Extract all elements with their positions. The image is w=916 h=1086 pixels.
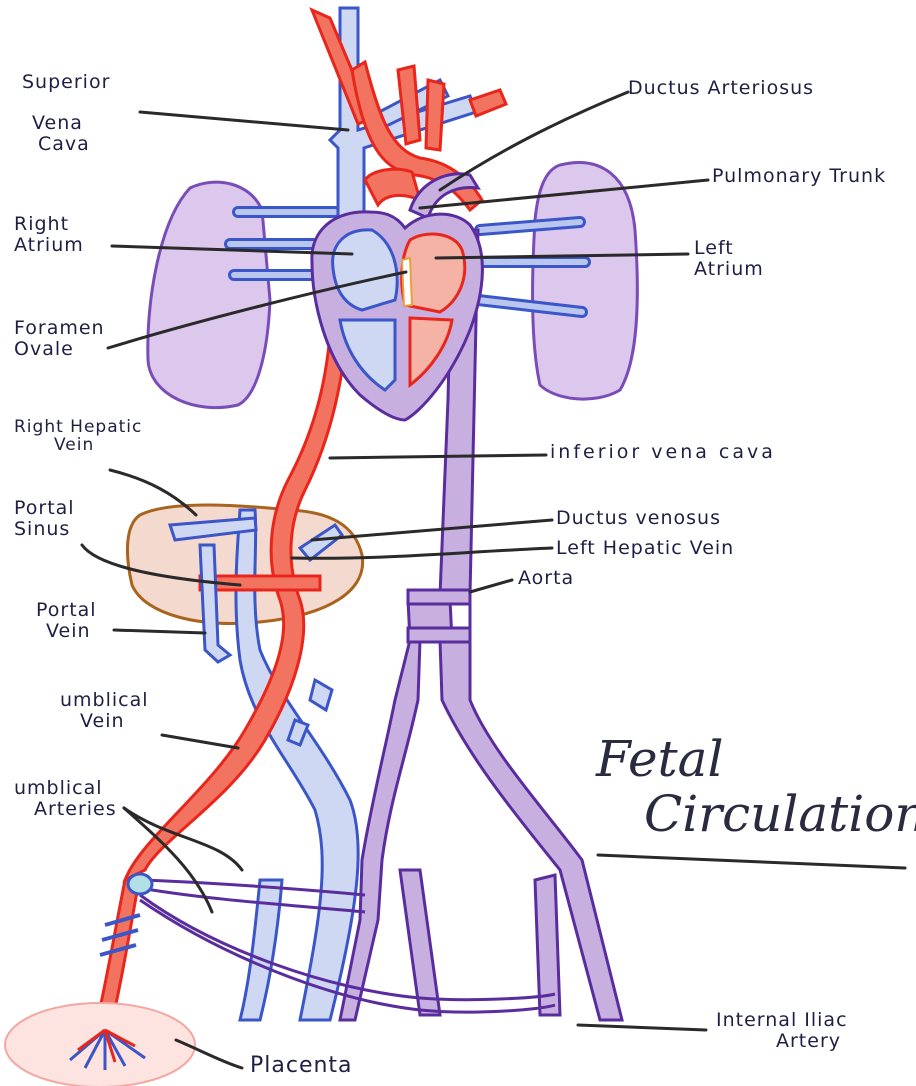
label-superior-vena-cava: Superior Vena Cava: [22, 72, 110, 154]
umbilical-ring: [128, 874, 152, 894]
diagram-title: Fetal Circulation: [596, 732, 916, 842]
leader-internal-iliac: [578, 1025, 706, 1030]
label-inferior-vena-cava: inferior vena cava: [550, 442, 776, 463]
label-foramen-ovale-line2: Ovale: [14, 338, 74, 360]
label-portal-sinus-line2: Sinus: [14, 518, 70, 540]
label-umbilical-vein: umblical Vein: [60, 690, 149, 731]
label-right-hepatic-line2: Vein: [14, 435, 94, 455]
title-underline: [598, 855, 905, 868]
placenta: [5, 1003, 195, 1086]
title-line2: Circulation: [596, 785, 916, 843]
label-portal-vein: Portal Vein: [36, 600, 97, 641]
label-ductus-arteriosus: Ductus Arteriosus: [628, 78, 814, 99]
label-umbilical-arteries: umblical Arteries: [14, 778, 117, 819]
label-internal-iliac-line1: Internal Iliac: [716, 1009, 848, 1031]
label-aorta: Aorta: [518, 568, 574, 589]
label-svc-line1: Superior: [22, 72, 110, 93]
label-umbilical-vein-line1: umblical: [60, 689, 149, 711]
label-right-hepatic-line1: Right Hepatic: [14, 417, 142, 437]
label-left-atrium-line2: Atrium: [694, 258, 764, 280]
label-foramen-ovale: Foramen Ovale: [14, 318, 105, 359]
label-portal-vein-line2: Vein: [36, 620, 91, 642]
label-right-hepatic-vein: Right Hepatic Vein: [14, 418, 142, 455]
label-svc-line2: Vena: [22, 112, 83, 134]
label-foramen-ovale-line1: Foramen: [14, 317, 105, 339]
leader-aorta: [470, 580, 512, 592]
leader-umbilical-vein: [162, 735, 238, 748]
label-left-hepatic-vein: Left Hepatic Vein: [556, 538, 734, 559]
title-line1: Fetal: [596, 730, 723, 788]
label-internal-iliac-line2: Artery: [716, 1030, 841, 1052]
label-right-atrium: Right Atrium: [14, 214, 84, 255]
label-umbilical-vein-line2: Vein: [60, 710, 125, 732]
umbilical-cord: [100, 915, 140, 955]
label-internal-iliac-artery: Internal Iliac Artery: [716, 1010, 848, 1051]
label-umbilical-arteries-line1: umblical: [14, 777, 103, 799]
leader-svc: [140, 112, 348, 130]
label-portal-sinus: Portal Sinus: [14, 498, 75, 539]
label-pulmonary-trunk: Pulmonary Trunk: [712, 166, 886, 187]
label-ductus-venosus: Ductus venosus: [556, 508, 721, 529]
label-right-atrium-line2: Atrium: [14, 234, 84, 256]
label-right-atrium-line1: Right: [14, 213, 69, 235]
label-left-atrium: Left Atrium: [694, 238, 764, 279]
label-placenta: Placenta: [250, 1054, 353, 1078]
label-portal-sinus-line1: Portal: [14, 497, 75, 519]
label-svc-line3: Cava: [22, 133, 90, 155]
leader-ivc: [330, 455, 546, 458]
leader-portal-vein: [114, 630, 205, 633]
label-umbilical-arteries-line2: Arteries: [14, 798, 117, 820]
left-lung: [533, 163, 638, 400]
label-portal-vein-line1: Portal: [36, 599, 97, 621]
label-left-atrium-line1: Left: [694, 237, 734, 259]
